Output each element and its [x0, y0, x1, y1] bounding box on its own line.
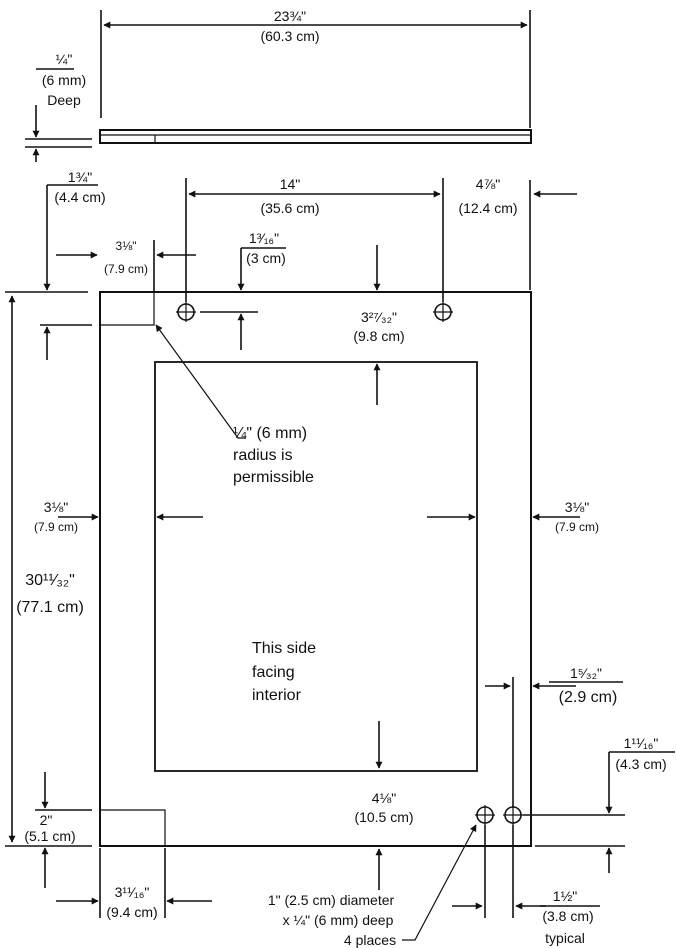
- hole-callout: 1" (2.5 cm) diameter x ¼" (6 mm) deep 4 …: [268, 824, 477, 948]
- hole-note-line-3: 4 places: [344, 932, 396, 948]
- right-margin-metric: (7.9 cm): [555, 520, 599, 534]
- left-margin-metric: (7.9 cm): [34, 520, 78, 534]
- top-notch-imperial: 3⅛": [116, 239, 137, 253]
- interior-note-line-1: This side: [252, 640, 316, 657]
- bottom-hole-height-dimension: 1¹¹⁄₁₆" (4.3 cm): [523, 735, 675, 873]
- top-margin-imperial: 3²⁷⁄₃₂": [361, 309, 397, 325]
- interior-note-line-2: facing: [252, 664, 295, 681]
- mounting-hole-bottom-right: [503, 805, 523, 825]
- right-hole-offset-dimension: 1⁵⁄₃₂" (2.9 cm): [485, 665, 623, 808]
- right-hole-offset-metric: (2.9 cm): [559, 689, 618, 706]
- top-left-offset-dimension: 1¾" (4.4 cm): [5, 169, 106, 360]
- interior-recess-outline: [154, 361, 478, 772]
- right-offset-dimension: 4⅞" (12.4 cm): [458, 176, 577, 290]
- mounting-hole-top-right: [433, 302, 453, 322]
- hole-spacing-imperial: 14": [280, 176, 301, 192]
- radius-note-line-3: permissible: [233, 469, 314, 486]
- right-margin-dimension: 3⅛" (7.9 cm): [427, 499, 599, 534]
- hole-drop-dimension: 1³⁄₁₆" (3 cm): [200, 230, 286, 350]
- hole-spacing-metric: (35.6 cm): [260, 200, 319, 216]
- panel-edge-profile: [99, 129, 532, 144]
- leader-line: [155, 324, 246, 439]
- hole-spacing-dimension: 14" (35.6 cm): [185, 176, 444, 302]
- bottom-notch-height-dimension: 2" (5.1 cm): [24, 772, 92, 888]
- overall-height-imperial: 30¹¹⁄₃₂": [25, 572, 75, 589]
- right-offset-metric: (12.4 cm): [458, 200, 517, 216]
- overall-height-metric: (77.1 cm): [16, 599, 84, 616]
- mounting-hole-top-left: [176, 302, 196, 322]
- top-margin-dimension: 3²⁷⁄₃₂" (9.8 cm): [353, 245, 405, 405]
- right-offset-imperial: 4⅞": [476, 176, 500, 192]
- hole-pitch-metric: (3.8 cm): [542, 908, 593, 924]
- bottom-hole-height-imperial: 1¹¹⁄₁₆": [624, 735, 659, 751]
- depth-metric: (6 mm): [42, 72, 86, 88]
- bottom-hole-height-metric: (4.3 cm): [615, 756, 666, 772]
- label-backing: [14, 567, 94, 621]
- left-margin-imperial: 3⅛": [44, 499, 68, 515]
- right-hole-offset-imperial: 1⁵⁄₃₂": [570, 665, 602, 681]
- overall-width-metric: (60.3 cm): [260, 28, 319, 44]
- bottom-notch-width-metric: (9.4 cm): [106, 904, 157, 920]
- hole-note-line-2: x ¼" (6 mm) deep: [283, 912, 394, 928]
- hole-pitch-imperial: 1½": [553, 888, 577, 904]
- top-margin-metric: (9.8 cm): [353, 328, 404, 344]
- radius-note-line-2: radius is: [233, 447, 293, 464]
- hole-note-line-1: 1" (2.5 cm) diameter: [268, 892, 395, 908]
- left-margin-dimension: 3⅛" (7.9 cm): [34, 499, 203, 534]
- depth-imperial: ¼": [56, 51, 73, 67]
- radius-callout: ¼" (6 mm) radius is permissible: [155, 324, 314, 486]
- top-notch-metric: (7.9 cm): [104, 262, 148, 276]
- mounting-hole-bottom-left: [475, 805, 495, 825]
- hole-pitch-dimension: 1½" (3.8 cm) typical: [452, 825, 600, 946]
- panel-outline: [99, 291, 532, 847]
- bottom-notch-height-metric: (5.1 cm): [24, 828, 75, 844]
- leader-line: [402, 824, 477, 941]
- hole-drop-metric: (3 cm): [246, 250, 286, 266]
- panel-front-view: [99, 291, 532, 847]
- hole-pitch-label: typical: [545, 930, 585, 946]
- hole-drop-imperial: 1³⁄₁₆": [249, 230, 279, 246]
- interior-callout: This side facing interior: [252, 640, 316, 704]
- bottom-notch-width-dimension: 3¹¹⁄₁₆" (9.4 cm): [56, 848, 212, 920]
- side-profile: 23¾" (60.3 cm) ¼" (6 mm) Deep: [25, 8, 532, 162]
- top-corner-notch: [100, 292, 155, 326]
- bottom-corner-notch: [100, 809, 166, 846]
- overall-width-imperial: 23¾": [274, 8, 306, 24]
- bottom-margin-imperial: 4⅛": [372, 790, 396, 806]
- top-left-offset-imperial: 1¾": [68, 169, 92, 185]
- depth-label: Deep: [47, 92, 81, 108]
- top-left-offset-metric: (4.4 cm): [54, 189, 105, 205]
- bottom-notch-height-imperial: 2": [40, 812, 53, 828]
- radius-note-line-1: ¼" (6 mm): [233, 425, 307, 442]
- bottom-notch-width-imperial: 3¹¹⁄₁₆": [115, 884, 150, 900]
- right-margin-imperial: 3⅛": [565, 499, 589, 515]
- interior-note-line-3: interior: [252, 687, 302, 704]
- bottom-margin-metric: (10.5 cm): [354, 809, 413, 825]
- overall-height-dimension: 30¹¹⁄₃₂" (77.1 cm): [5, 295, 94, 847]
- bottom-margin-dimension: 4⅛" (10.5 cm): [354, 721, 414, 890]
- top-notch-dimension: 3⅛" (7.9 cm): [56, 239, 196, 292]
